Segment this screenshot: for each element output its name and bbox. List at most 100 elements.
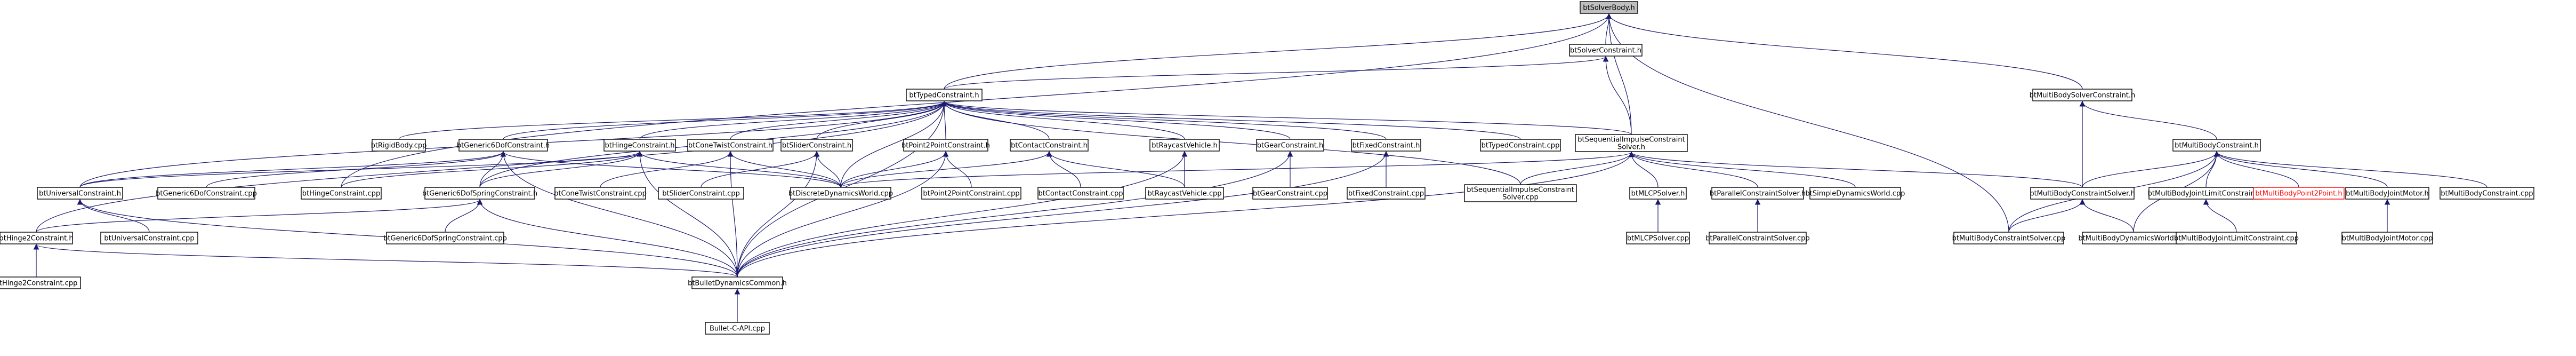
- node-label: btSolverConstraint.h: [1570, 47, 1641, 55]
- dependency-edge: [500, 151, 841, 188]
- node-box: [1626, 232, 1690, 244]
- node-label: btMultiBodyConstraint.cpp: [2441, 190, 2533, 198]
- dependency-edge: [341, 151, 643, 188]
- node-box: [1347, 187, 1426, 200]
- node-btuniversalconstraint-cpp[interactable]: btUniversalConstraint.cpp: [100, 232, 198, 244]
- node-label: Solver.cpp: [1502, 194, 1538, 202]
- node-btmlcpsolver-h[interactable]: btMLCPSolver.h: [1629, 187, 1687, 200]
- node-box: [1464, 184, 1577, 202]
- node-btfixedconstraint-h[interactable]: btFixedConstraint.h: [1351, 139, 1421, 152]
- node-bttypedconstraint-h[interactable]: btTypedConstraint.h: [906, 89, 983, 101]
- node-btconetwistconstraint-cpp[interactable]: btConeTwistConstraint.cpp: [554, 187, 647, 200]
- node-btgearconstraint-cpp[interactable]: btGearConstraint.cpp: [1252, 187, 1328, 200]
- node-btmultibodyjointlimitconstraint-cpp[interactable]: btMultiBodyJointLimitConstraint.cpp: [2174, 232, 2299, 244]
- node-btmultibodyconstraint-cpp[interactable]: btMultiBodyConstraint.cpp: [2440, 187, 2534, 200]
- node-bullet-c-api-cpp[interactable]: Bullet-C-API.cpp: [705, 322, 770, 335]
- node-btdiscretedynamicsworld-cpp[interactable]: btDiscreteDynamicsWorld.cpp: [788, 187, 893, 200]
- node-label: btMultiBodyJointMotor.cpp: [2342, 235, 2433, 243]
- node-bttypedconstraint-cpp[interactable]: btTypedConstraint.cpp: [1480, 139, 1561, 152]
- node-btgeneric6dofspringconstraint-cpp[interactable]: btGeneric6DofSpringConstraint.cpp: [383, 232, 507, 244]
- node-btraycastvehicle-cpp[interactable]: btRaycastVehicle.cpp: [1145, 187, 1224, 200]
- node-box: [1037, 187, 1124, 200]
- node-btsliderconstraint-cpp[interactable]: btSliderConstraint.cpp: [658, 187, 744, 200]
- dependency-edge: [503, 100, 947, 140]
- node-box: [780, 139, 853, 152]
- node-bthingeconstraint-cpp[interactable]: btHingeConstraint.cpp: [301, 187, 382, 200]
- dependency-edge: [941, 100, 947, 140]
- node-label: btGearConstraint.cpp: [1253, 190, 1327, 198]
- node-box: [554, 187, 646, 200]
- node-box: [0, 276, 81, 289]
- node-bthinge2constraint-cpp[interactable]: btHinge2Constraint.cpp: [0, 276, 81, 289]
- node-btrigidbody-cpp[interactable]: btRigidBody.cpp: [371, 139, 427, 152]
- node-label: btSliderConstraint.h: [782, 142, 851, 150]
- dependency-edge: [727, 151, 841, 188]
- node-btmultibodypoint2point-h[interactable]: btMultiBodyPoint2Point.h: [2253, 187, 2345, 200]
- dependency-edge: [2082, 151, 2220, 188]
- node-btmultibodyconstraintsolver-cpp[interactable]: btMultiBodyConstraintSolver.cpp: [1952, 232, 2066, 244]
- node-box: [1953, 232, 2064, 244]
- node-box: [1252, 187, 1328, 200]
- node-btmultibodyjointmotor-h[interactable]: btMultiBodyJointMotor.h: [2345, 187, 2429, 200]
- dependency-edge: [737, 151, 1293, 278]
- node-btgeneric6dofspringconstraint-h[interactable]: btGeneric6DofSpringConstraint.h: [422, 187, 537, 200]
- node-label: Solver.h: [1617, 144, 1645, 152]
- dependency-edge: [2079, 100, 2217, 140]
- dependency-edge: [1606, 13, 2083, 90]
- node-label: btMLCPSolver.h: [1631, 190, 1685, 198]
- node-label: btGeneric6DofSpringConstraint.cpp: [383, 235, 507, 243]
- node-btsimpledynamicsworld-cpp[interactable]: btSimpleDynamicsWorld.cpp: [1806, 187, 1905, 200]
- node-btgeneric6dofconstraint-cpp[interactable]: btGeneric6DofConstraint.cpp: [156, 187, 257, 200]
- dependency-edge: [727, 151, 738, 278]
- dependency-edge: [737, 151, 820, 278]
- node-btconetwistconstraint-h[interactable]: btConeTwistConstraint.h: [687, 139, 774, 152]
- node-btraycastvehicle-h[interactable]: btRaycastVehicle.h: [1149, 139, 1220, 152]
- dependency-edge: [500, 151, 738, 278]
- node-btcontactconstraint-h[interactable]: btContactConstraint.h: [1010, 139, 1089, 152]
- dependency-edge: [840, 151, 949, 188]
- node-btsolverconstraint-h[interactable]: btSolverConstraint.h: [1569, 44, 1643, 57]
- node-label: btMLCPSolver.cpp: [1627, 235, 1689, 243]
- node-btsliderconstraint-h[interactable]: btSliderConstraint.h: [780, 139, 853, 152]
- dependency-edge: [2213, 151, 2388, 188]
- node-label: btGeneric6DofSpringConstraint.h: [422, 190, 537, 198]
- node-label: btMultiBodySolverConstraint.h: [2030, 92, 2136, 100]
- node-label: btConeTwistConstraint.h: [688, 142, 772, 150]
- node-btmlcpsolver-cpp[interactable]: btMLCPSolver.cpp: [1626, 232, 1690, 244]
- node-btmultibodyjointmotor-cpp[interactable]: btMultiBodyJointMotor.cpp: [2341, 232, 2433, 244]
- dependency-edge: [941, 100, 1632, 135]
- node-btmultibodysolverconstraint-h[interactable]: btMultiBodySolverConstraint.h: [2030, 89, 2136, 101]
- dependency-edge: [1603, 56, 1632, 135]
- node-label: btDiscreteDynamicsWorld.cpp: [788, 190, 893, 198]
- node-btpoint2pointconstraint-cpp[interactable]: btPoint2PointConstraint.cpp: [921, 187, 1021, 200]
- dependency-edge: [1606, 13, 1632, 135]
- node-label: btSolverBody.h: [1583, 4, 1635, 12]
- node-btgearconstraint-h[interactable]: btGearConstraint.h: [1256, 139, 1324, 152]
- node-btmultibodydynamicsworld-cpp[interactable]: btMultiBodyDynamicsWorld.cpp: [2078, 232, 2189, 244]
- node-btcontactconstraint-cpp[interactable]: btContactConstraint.cpp: [1037, 187, 1124, 200]
- node-btmultibodyjointlimitconstraint-h[interactable]: btMultiBodyJointLimitConstraint.h: [2148, 187, 2265, 200]
- node-label: btFixedConstraint.h: [1353, 142, 1420, 150]
- node-btmultibodyconstraint-h[interactable]: btMultiBodyConstraint.h: [2172, 139, 2261, 152]
- node-btuniversalconstraint-h[interactable]: btUniversalConstraint.h: [37, 187, 123, 200]
- node-btparallelconstraintsolver-h[interactable]: btParallelConstraintSolver.h: [1710, 187, 1806, 200]
- node-box: [658, 187, 744, 200]
- node-box: [1149, 139, 1220, 152]
- node-btgeneric6dofconstraint-h[interactable]: btGeneric6DofConstraint.h: [457, 139, 550, 152]
- dependency-edge: [79, 151, 643, 188]
- node-bthingeconstraint-h[interactable]: btHingeConstraint.h: [603, 139, 676, 152]
- dependency-edge: [943, 151, 972, 188]
- node-btbulletdynamicscommon-h[interactable]: btBulletDynamicsCommon.h: [688, 276, 787, 289]
- node-btparallelconstraintsolver-cpp[interactable]: btParallelConstraintSolver.cpp: [1705, 232, 1810, 244]
- node-box: [100, 232, 198, 244]
- node-label: btGeneric6DofConstraint.h: [457, 142, 550, 150]
- node-btfixedconstraint-cpp[interactable]: btFixedConstraint.cpp: [1347, 187, 1426, 200]
- node-box: [2032, 89, 2132, 101]
- node-bthinge2constraint-h[interactable]: btHinge2Constraint.h: [0, 232, 74, 244]
- node-box: [921, 187, 1021, 200]
- dependency-edge: [737, 151, 949, 278]
- node-btpoint2pointconstraint-h[interactable]: btPoint2PointConstraint.h: [901, 139, 990, 152]
- node-btmultibodyconstraintsolver-h[interactable]: btMultiBodyConstraintSolver.h: [2030, 187, 2135, 200]
